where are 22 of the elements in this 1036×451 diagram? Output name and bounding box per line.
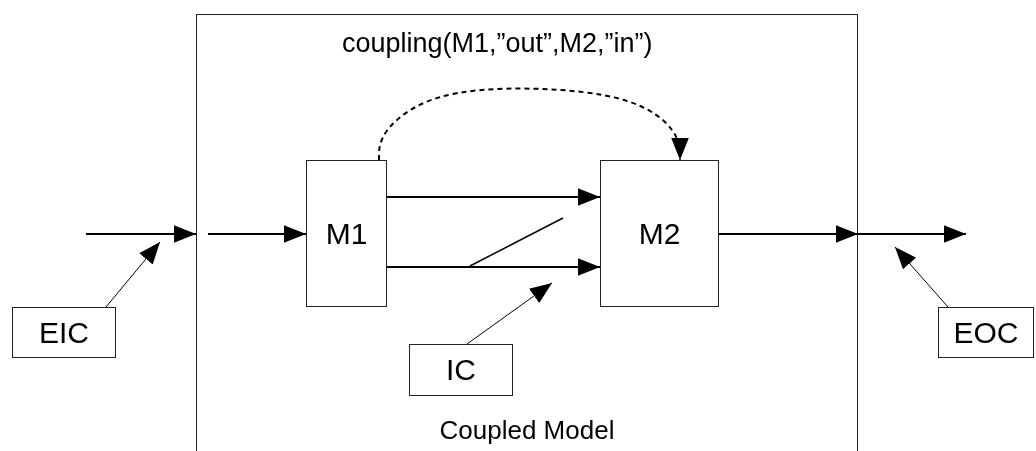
model-box [409,344,513,396]
box-label: IC [445,355,477,385]
box-label: M1 [324,218,369,249]
arrow [378,87,689,161]
leader-arrow [466,282,553,345]
arrow [857,225,967,243]
container-box [196,14,858,451]
leader-arrow [894,246,949,308]
leader-arrow [105,241,161,308]
box-label: EIC [38,317,90,348]
model-box [600,160,719,307]
box-label: M2 [637,218,682,249]
model-box [12,307,116,358]
box-label: EOC [952,317,1020,348]
box-label: Coupled Model [438,415,616,446]
arrow [386,188,601,206]
model-box [306,160,387,307]
arrow [718,225,859,243]
arrow [207,225,307,243]
arrow [386,258,601,276]
model-box [938,307,1034,358]
arrow [85,225,197,243]
